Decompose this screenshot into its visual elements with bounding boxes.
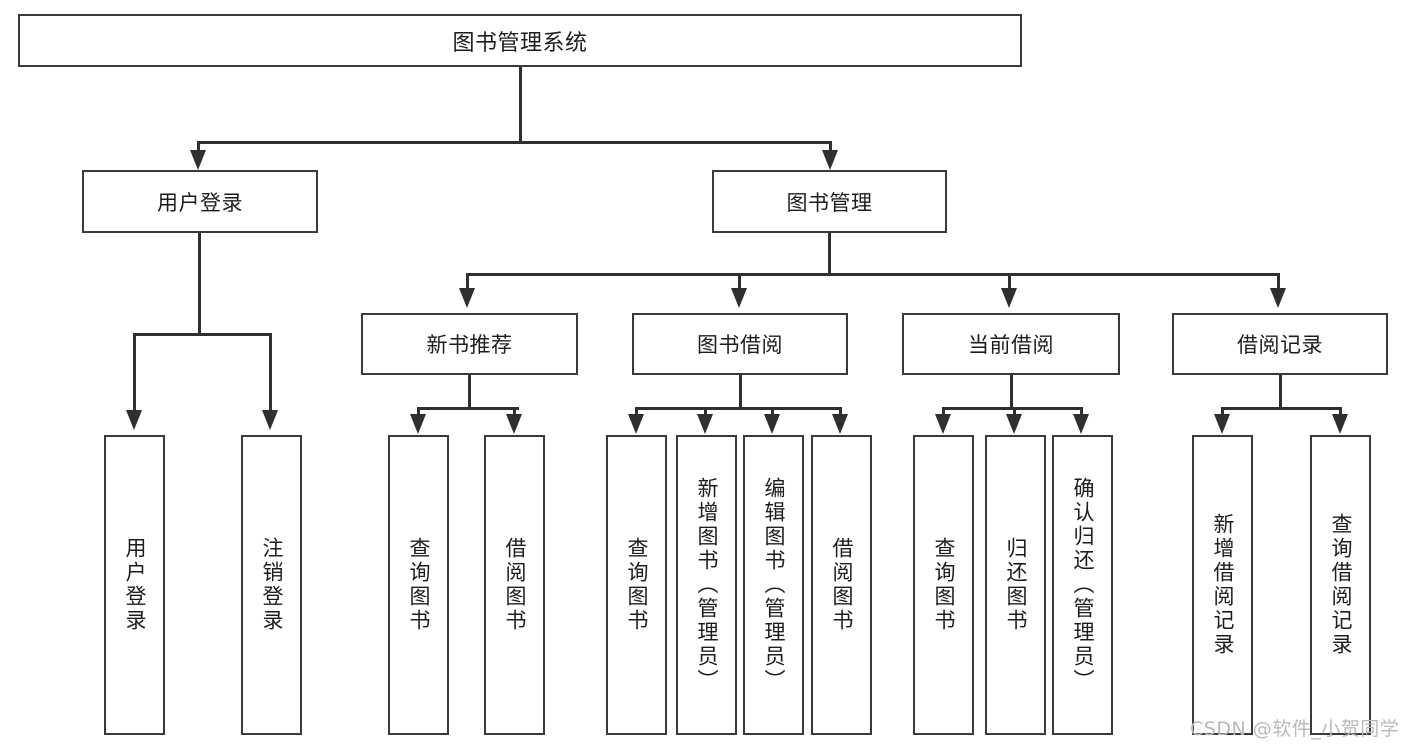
leaf-query-borrow-record[interactable]: 查询借阅记录 xyxy=(1310,435,1371,735)
connector-borrowrecord-bar xyxy=(1221,407,1341,410)
leaf-borrow-book[interactable]: 借阅图书 xyxy=(811,435,872,735)
node-label: 查询图书 xyxy=(625,537,649,633)
node-label: 借阅图书 xyxy=(830,537,854,633)
connector-newbook-bar xyxy=(417,407,519,410)
arrow-user-login-to-leaf1 xyxy=(126,410,142,430)
arrow-bb-to-leaf1 xyxy=(628,414,644,434)
arrow-bb-to-leaf4 xyxy=(832,414,848,434)
node-new-book-recommend[interactable]: 新书推荐 xyxy=(361,313,578,375)
arrow-cb-to-leaf1 xyxy=(935,414,951,434)
node-label: 确认归还（管理员） xyxy=(1071,477,1095,693)
connector-user-login-to-leaf2 xyxy=(269,333,272,417)
node-label: 新书推荐 xyxy=(426,333,513,357)
node-user-login[interactable]: 用户登录 xyxy=(82,170,318,233)
arrow-root-to-book-manage xyxy=(822,150,838,170)
leaf-add-book-admin[interactable]: 新增图书（管理员） xyxy=(676,435,737,735)
connector-book-manage-bar xyxy=(466,273,1280,276)
node-label: 当前借阅 xyxy=(968,333,1054,357)
arrow-br-to-leaf2 xyxy=(1332,414,1348,434)
connector-book-manage-stem xyxy=(828,233,831,275)
connector-root-stem xyxy=(519,67,522,141)
node-root-book-management-system[interactable]: 图书管理系统 xyxy=(18,14,1022,67)
arrow-bm-to-currentborrow xyxy=(1001,288,1017,308)
node-label: 图书管理系统 xyxy=(452,30,588,56)
node-label: 查询图书 xyxy=(932,537,956,633)
node-label: 图书借阅 xyxy=(697,333,783,357)
leaf-query-book-current[interactable]: 查询图书 xyxy=(913,435,974,735)
arrow-cb-to-leaf2 xyxy=(1006,414,1022,434)
leaf-query-book-recommend[interactable]: 查询图书 xyxy=(388,435,449,735)
connector-borrowrecord-stem xyxy=(1279,375,1282,409)
arrow-bb-to-leaf3 xyxy=(764,414,780,434)
arrow-root-to-user-login xyxy=(190,150,206,170)
connector-bookborrow-bar xyxy=(635,407,841,410)
arrow-cb-to-leaf3 xyxy=(1073,414,1089,434)
connector-root-bar xyxy=(197,141,832,144)
node-label: 借阅记录 xyxy=(1237,333,1323,357)
node-label: 新增图书（管理员） xyxy=(695,477,719,693)
connector-bm-to-bookborrow xyxy=(738,273,741,295)
leaf-user-login[interactable]: 用户登录 xyxy=(104,435,165,735)
node-label: 归还图书 xyxy=(1004,537,1028,633)
connector-bookborrow-stem xyxy=(739,375,742,409)
leaf-confirm-return-admin[interactable]: 确认归还（管理员） xyxy=(1052,435,1113,735)
connector-user-login-to-leaf1 xyxy=(133,333,136,417)
node-label: 用户登录 xyxy=(157,190,243,215)
arrow-bm-to-borrowrecord xyxy=(1270,288,1286,308)
connector-bm-to-currentborrow xyxy=(1008,273,1011,295)
connector-user-login-bar xyxy=(133,333,271,336)
arrow-bb-to-leaf2 xyxy=(697,414,713,434)
leaf-query-book-borrow[interactable]: 查询图书 xyxy=(606,435,667,735)
leaf-logout[interactable]: 注销登录 xyxy=(241,435,302,735)
connector-bm-to-newbook xyxy=(466,273,469,295)
node-label: 新增借阅记录 xyxy=(1211,513,1235,657)
connector-newbook-stem xyxy=(468,375,471,409)
leaf-return-book[interactable]: 归还图书 xyxy=(985,435,1046,735)
arrow-newbook-to-leaf1 xyxy=(410,414,426,434)
leaf-add-borrow-record[interactable]: 新增借阅记录 xyxy=(1192,435,1253,735)
arrow-br-to-leaf1 xyxy=(1214,414,1230,434)
csdn-watermark: CSDN @软件_小贺同学 xyxy=(1190,718,1400,740)
node-borrow-record[interactable]: 借阅记录 xyxy=(1172,313,1388,375)
node-label: 图书管理 xyxy=(786,190,873,215)
node-label: 用户登录 xyxy=(123,537,147,633)
connector-currentborrow-stem xyxy=(1010,375,1013,409)
connector-currentborrow-bar xyxy=(942,407,1081,410)
node-label: 借阅图书 xyxy=(503,537,527,633)
node-book-management[interactable]: 图书管理 xyxy=(712,170,947,233)
node-current-borrow[interactable]: 当前借阅 xyxy=(902,313,1120,375)
node-label: 查询图书 xyxy=(407,537,431,633)
leaf-edit-book-admin[interactable]: 编辑图书（管理员） xyxy=(743,435,804,735)
arrow-newbook-to-leaf2 xyxy=(506,414,522,434)
node-label: 查询借阅记录 xyxy=(1329,513,1353,657)
arrow-user-login-to-leaf2 xyxy=(262,410,278,430)
arrow-bm-to-newbook xyxy=(459,288,475,308)
arrow-bm-to-bookborrow xyxy=(731,288,747,308)
connector-user-login-stem xyxy=(198,233,201,335)
node-label: 注销登录 xyxy=(260,537,284,633)
connector-bm-to-borrowrecord xyxy=(1277,273,1280,295)
leaf-borrow-book-recommend[interactable]: 借阅图书 xyxy=(484,435,545,735)
node-label: 编辑图书（管理员） xyxy=(762,477,786,693)
node-book-borrow[interactable]: 图书借阅 xyxy=(632,313,848,375)
